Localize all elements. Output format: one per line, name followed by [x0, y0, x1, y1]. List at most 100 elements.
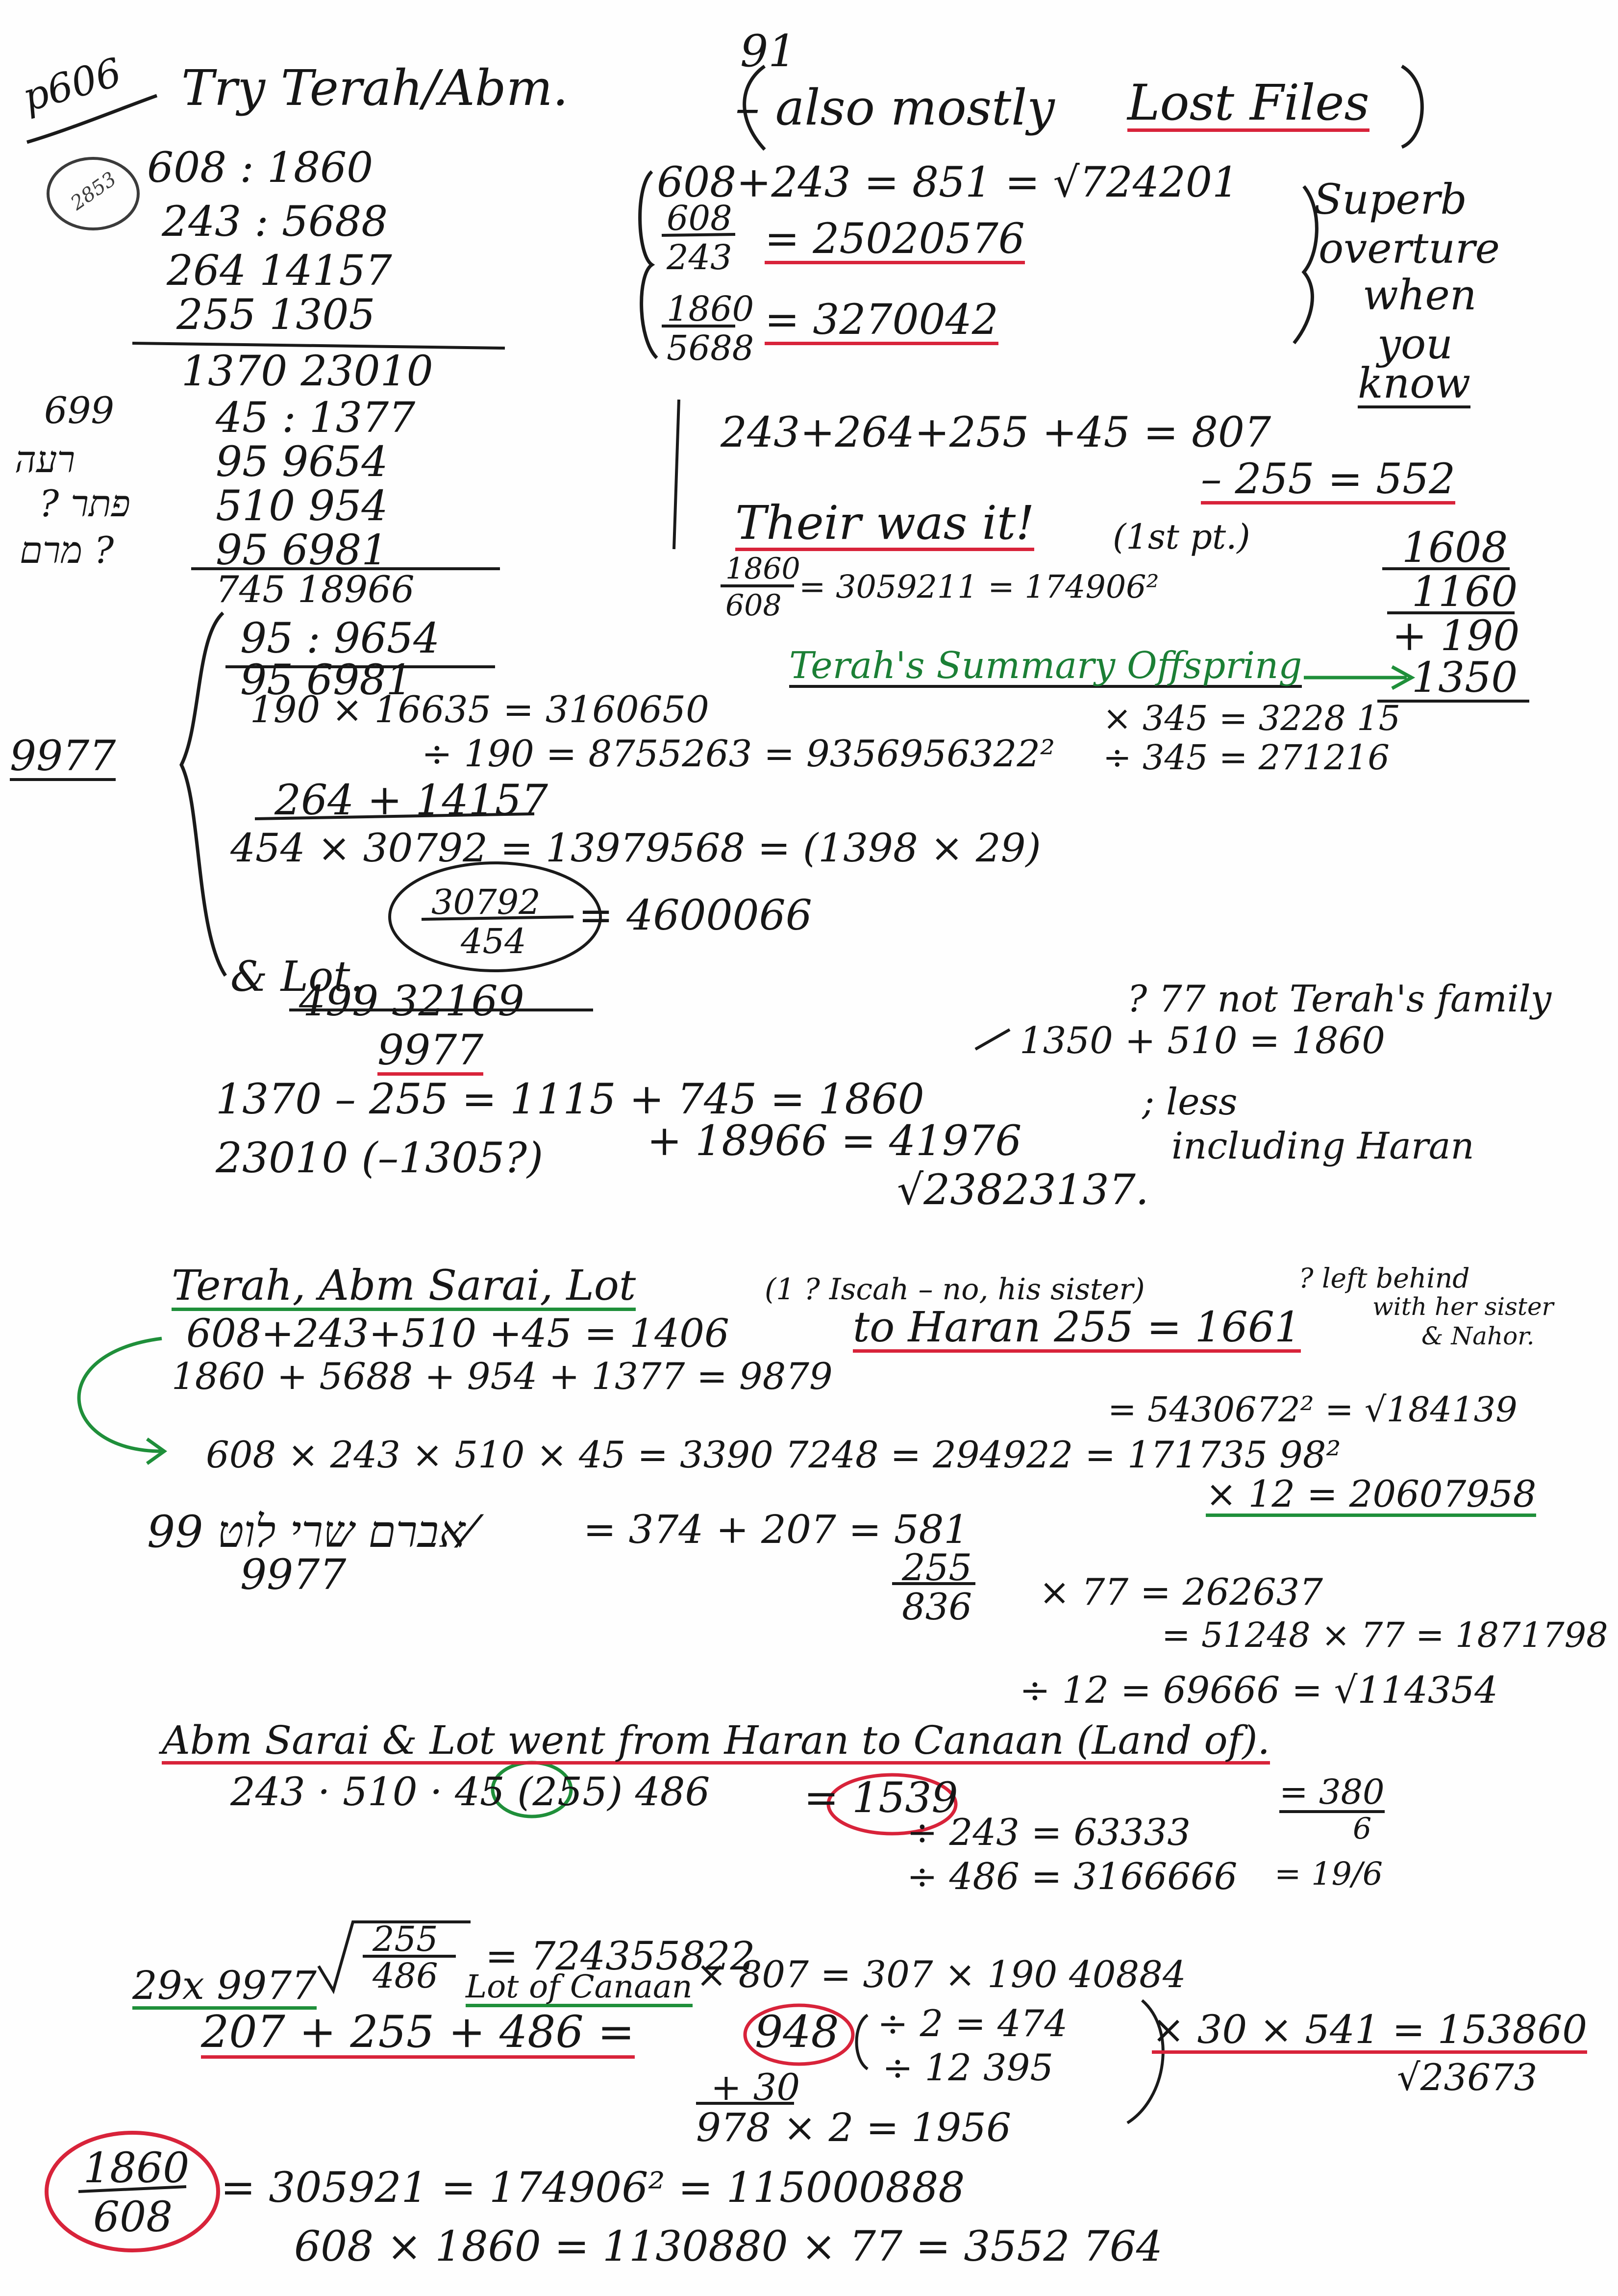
green-curve-arrowhead [146, 1438, 168, 1465]
rule-1 [132, 342, 505, 350]
bt-sqrt-23673: √23673 [1397, 2056, 1538, 2099]
lw-iscah: (1 ? Iscah – no, his sister) [765, 1272, 1145, 1307]
lc-r1: 608 : 1860 [147, 144, 373, 192]
lw-with-sister: with her sister [1372, 1292, 1554, 1321]
bt-x30: × 30 × 541 = 153860 [1152, 2010, 1588, 2054]
bt-486: 486 [373, 1956, 438, 1996]
rm-1350: 1350 [1412, 654, 1518, 702]
lc-heb-4: מרם ? [20, 529, 114, 572]
m-23010: 23010 (–1305?) [216, 1134, 544, 1183]
bt-plus-30: + 30 [711, 2066, 800, 2109]
lw-1860-sum: 1860 + 5688 + 954 + 1377 = 9879 [172, 1355, 833, 1398]
bt-div-12: ÷ 12 395 [882, 2046, 1054, 2089]
lc-r2: 243 : 5688 [162, 198, 388, 246]
m-div-345: ÷ 345 = 271216 [1103, 737, 1390, 778]
lw-608-sum: 608+243+510 +45 = 1406 [186, 1311, 729, 1356]
frac-1860-608-bottom [78, 2185, 187, 2193]
lw-to-haran: to Haran 255 = 1661 [853, 1303, 1301, 1353]
lc-h2: 95 9654 [216, 438, 388, 486]
lw-51248: = 51248 × 77 = 1871798 [1162, 1615, 1608, 1655]
lc-total: 1370 23010 [181, 347, 433, 396]
arrow-up-right [974, 1028, 1011, 1051]
rm-190: + 190 [1392, 612, 1520, 660]
lw-and-nahor: & Nahor. [1421, 1322, 1535, 1350]
brace-small-right [1126, 1999, 1165, 2124]
bt-went-from-haran: Abm Sarai & Lot went from Haran to Canaa… [162, 1721, 1270, 1765]
ft-1860: 1860 [83, 2144, 190, 2193]
bt-243-510: 243 · 510 · 45 (255) 486 [230, 1769, 710, 1815]
title-try-terah: Try Terah/Abm. [181, 59, 569, 117]
bt-1539: = 1539 [804, 1774, 958, 1822]
lw-374-207: = 374 + 207 = 581 [583, 1507, 969, 1552]
corner-underline [26, 94, 158, 144]
ft-608x1860: 608 × 1860 = 1130880 × 77 = 3552 764 [294, 2222, 1163, 2271]
block-a7: = 3270042 [765, 296, 998, 345]
lc-total-2: 745 18966 [216, 568, 415, 611]
bt-6: 6 [1353, 1812, 1372, 1846]
page-number: 91 [740, 25, 797, 77]
lw-5430672: = 5430672² = √184139 [1108, 1389, 1518, 1430]
lc-h3: 510 954 [216, 482, 388, 530]
frac-608-243 [661, 233, 736, 237]
lw-left-behind: ? left behind [1299, 1262, 1470, 1294]
n-less: ; less [1142, 1080, 1238, 1123]
lc-r4: 255 1305 [176, 291, 375, 339]
bt-978: 978 × 2 = 1956 [696, 2105, 1011, 2150]
lc-heb-1: 699 [44, 389, 115, 432]
brace-small-left [855, 2014, 869, 2070]
note-you: you [1377, 320, 1453, 369]
m-div-190: ÷ 190 = 8755263 = 9356956322² [422, 732, 1055, 775]
ft-305921: = 305921 = 174906² = 115000888 [221, 2164, 965, 2212]
m-30792: 30792 [431, 882, 541, 922]
note-know: know [1358, 359, 1471, 408]
rm-first-pt: (1st pt.) [1113, 517, 1250, 557]
lw-x77: × 77 = 262637 [1039, 1570, 1323, 1614]
green-curve-arrow [77, 1337, 162, 1453]
rm-1608: 1608 [1402, 524, 1508, 572]
lw-836: 836 [902, 1585, 972, 1628]
rm-l1: 243+264+255 +45 = 807 [721, 408, 1271, 457]
lw-608-product: 608 × 243 × 510 × 45 = 3390 7248 = 29492… [206, 1433, 1341, 1476]
m-95-9654: 95 : 9654 [240, 614, 440, 663]
lw-terah-abm: Terah, Abm Sarai, Lot [172, 1262, 636, 1311]
rm-1860: 1860 [725, 552, 800, 586]
rm-l7: = 3059211 = 174906² [799, 569, 1159, 606]
bt-lot-of-canaan: Lot of Canaan [466, 1971, 693, 2007]
lc-h1: 45 : 1377 [216, 394, 416, 442]
lw-div12: ÷ 12 = 69666 = √114354 [1020, 1668, 1498, 1712]
block-5688: 5688 [667, 328, 754, 368]
bt-div-486: ÷ 486 = 3166666 [907, 1855, 1238, 1898]
bt-724355822: = 724355822 [485, 1933, 755, 1979]
block-243: 243 [667, 237, 732, 278]
lost-files-bracket [743, 65, 766, 151]
lc-h4: 95 6981 [216, 526, 388, 575]
brace-9977 [179, 611, 227, 977]
m-499: 499 32169 [299, 977, 524, 1026]
n-1350-510: 1350 + 510 = 1860 [1020, 1019, 1385, 1062]
m-454-denom: 454 [461, 921, 526, 961]
circle-30792 [388, 861, 602, 972]
rm-1160: 1160 [1412, 568, 1518, 616]
green-arrow-head [1391, 665, 1416, 690]
block-608: 608 [667, 198, 732, 238]
m-9977: 9977 [10, 732, 116, 781]
lost-files-bracket-right [1401, 64, 1424, 149]
bt-div-2: ÷ 2 = 474 [877, 2002, 1068, 2045]
title-also-mostly: – also mostly [735, 79, 1055, 136]
circle-948 [743, 2003, 855, 2066]
lc-r3: 264 14157 [167, 247, 392, 295]
block-a1: 608+243 = 851 = √724201 [657, 158, 1239, 207]
note-superb: Superb [1314, 176, 1467, 224]
m-and-lot: & Lot. [230, 953, 364, 1001]
note-overture: overture [1319, 225, 1500, 273]
vertical-rule [672, 399, 680, 550]
m-454: 454 × 30792 = 13979568 = (1398 × 29) [230, 825, 1041, 871]
right-brace-top [1293, 185, 1319, 345]
m-95-6981: 95 6981 [240, 656, 413, 705]
lw-9977: 9977 [240, 1551, 347, 1599]
rm-608: 608 [725, 588, 782, 623]
m-264-plus: 264 + 14157 [274, 776, 548, 825]
bt-29x-9977: 29x 9977 [132, 1966, 317, 2010]
circle-1860-608 [45, 2131, 220, 2252]
